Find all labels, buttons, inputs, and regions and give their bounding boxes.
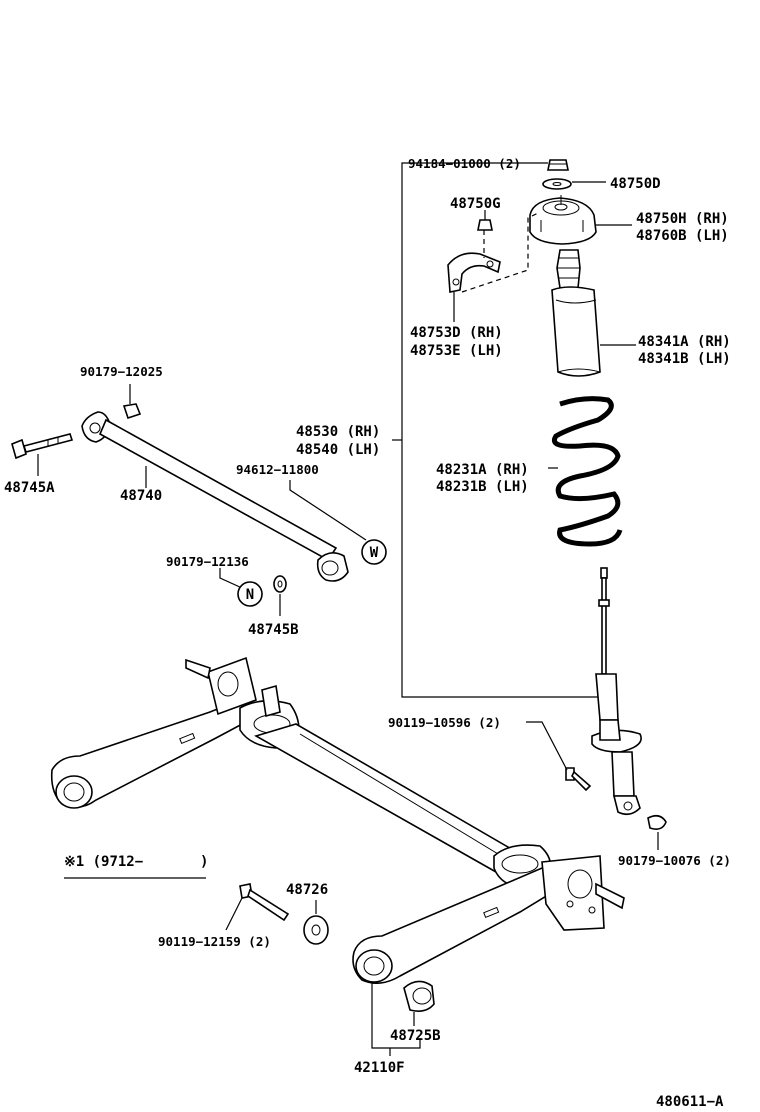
label-42110F: 42110F xyxy=(354,1060,405,1076)
label-48540: 48540 (LH) xyxy=(296,442,380,458)
label-48750D: 48750D xyxy=(610,176,661,192)
strut-assembly-bracket xyxy=(392,162,605,698)
label-94184-01000: 94184−01000 (2) xyxy=(408,156,521,171)
circle-marker-n: N xyxy=(237,581,263,607)
lateral-rod-part xyxy=(81,411,349,582)
label-note-close: ) xyxy=(200,854,208,870)
label-94612-11800: 94612−11800 xyxy=(236,462,319,477)
nut-48750G-part xyxy=(477,210,493,231)
leader-90179-12136 xyxy=(219,568,243,589)
shock-absorber-part xyxy=(591,567,642,816)
top-nut-part xyxy=(547,159,569,171)
washer-48726-part xyxy=(303,900,329,945)
bolt-90119-12159-part xyxy=(225,883,290,931)
rear-axle-beam-part xyxy=(50,656,625,984)
label-48726: 48726 xyxy=(286,882,328,898)
label-48753D: 48753D (RH) xyxy=(410,325,503,341)
bumper-boot-part xyxy=(551,249,636,377)
svg-text:W: W xyxy=(370,545,379,561)
washer-48750D-part xyxy=(542,178,606,190)
label-48530: 48530 (RH) xyxy=(296,424,380,440)
label-48745B: 48745B xyxy=(248,622,299,638)
label-diagram-id: 480611−A xyxy=(656,1094,724,1110)
nut-90179-10076-part xyxy=(647,814,667,850)
nut-90179-12025-part xyxy=(122,384,142,420)
label-48231B: 48231B (LH) xyxy=(436,479,529,495)
coil-spring-part xyxy=(548,396,623,547)
label-90119-10596: 90119−10596 (2) xyxy=(388,715,501,730)
label-90179-12025: 90179−12025 xyxy=(80,364,163,379)
bracket-48753D-part xyxy=(447,211,541,322)
label-48725B: 48725B xyxy=(390,1028,441,1044)
label-48341B: 48341B (LH) xyxy=(638,351,731,367)
washer-48745B-part xyxy=(273,575,287,616)
bolt-90119-10596-part xyxy=(526,721,592,792)
support-mount-part xyxy=(529,195,632,245)
leader-94612 xyxy=(289,480,367,541)
leader-42110F xyxy=(371,982,421,1049)
label-48231A: 48231A (RH) xyxy=(436,462,529,478)
svg-text:N: N xyxy=(246,587,254,603)
label-48745A: 48745A xyxy=(4,480,55,496)
bolt-48745A-part xyxy=(11,433,74,476)
label-note: ※1 (9712− xyxy=(64,854,143,870)
label-48760B: 48760B (LH) xyxy=(636,228,729,244)
circle-marker-w: W xyxy=(361,539,387,565)
label-90179-10076: 90179−10076 (2) xyxy=(618,853,731,868)
label-90119-12159: 90119−12159 (2) xyxy=(158,934,271,949)
label-48740: 48740 xyxy=(120,488,162,504)
label-48750G: 48750G xyxy=(450,196,501,212)
label-48753E: 48753E (LH) xyxy=(410,343,503,359)
label-90179-12136: 90179−12136 xyxy=(166,554,249,569)
label-48341A: 48341A (RH) xyxy=(638,334,731,350)
bushing-48725B-part xyxy=(403,980,435,1026)
label-48750H: 48750H (RH) xyxy=(636,211,729,227)
